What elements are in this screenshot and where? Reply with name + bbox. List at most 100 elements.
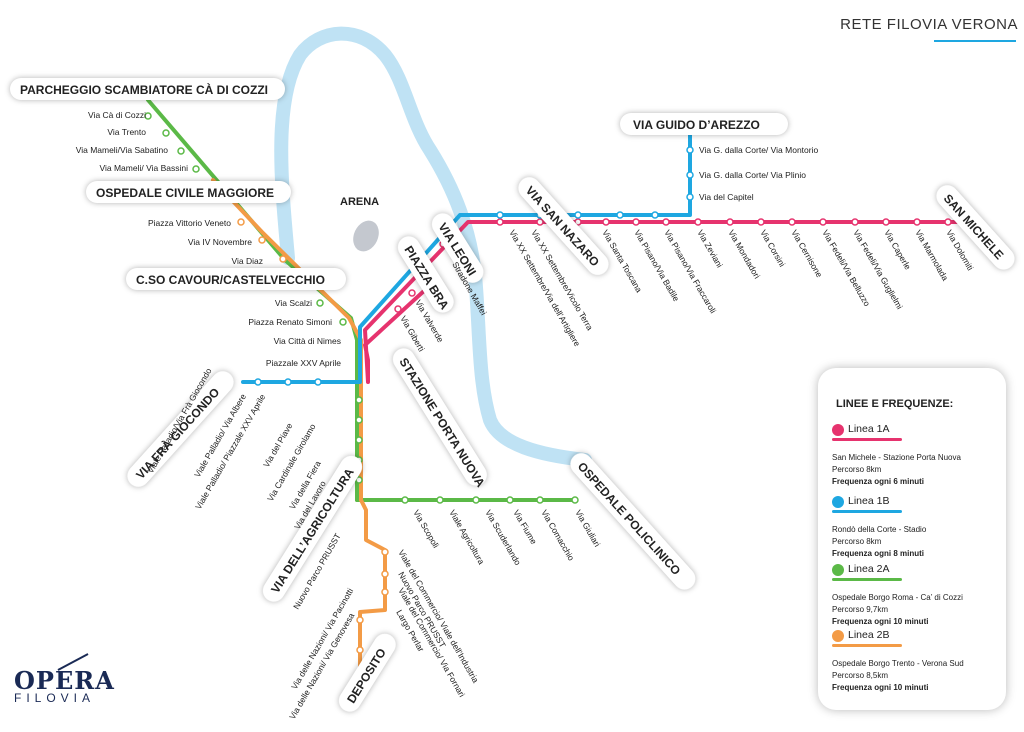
stop-label: Via Mondadori: [726, 228, 762, 280]
stop-dot: [394, 305, 402, 313]
stop-dot: [355, 396, 363, 404]
terminal-castelvecchio[interactable]: C.SO CAVOUR/CASTELVECCHIO: [126, 268, 346, 290]
stop-dot: [574, 211, 582, 219]
stop-label: Via Marmolada: [913, 228, 950, 283]
stop-dot: [506, 496, 514, 504]
stop-dot: [355, 416, 363, 424]
stop-dot: [686, 146, 694, 154]
legend-line-1b: Linea 1B Rondò della Corte - Stadio Perc…: [832, 494, 1002, 560]
logo-sub-text: FILOVIA: [14, 691, 96, 705]
stop-label: Via Cernisone: [789, 228, 824, 279]
arena-shape: [353, 220, 379, 252]
terminal-deposito[interactable]: DEPOSITO: [335, 630, 400, 716]
legend-title: LINEE E FREQUENZE:: [836, 398, 954, 410]
stop-label: Via G. dalla Corte/ Via Plinio: [699, 170, 806, 180]
stop-dot: [819, 218, 827, 226]
stop-dot: [536, 218, 544, 226]
river: [274, 26, 592, 467]
stop-dot: [686, 171, 694, 179]
stop-dot: [381, 570, 389, 578]
west-stop-labels: Via Cà di Cozzi Via Trento Via Mameli/Vi…: [76, 110, 342, 368]
east-stop-labels: Stradone Maffei Via XX Settembre/Vicolo …: [450, 228, 975, 348]
line-1b-dot-icon: [832, 496, 844, 508]
stop-label: Via IV Novembre: [188, 237, 252, 247]
line-2a-dot-icon: [832, 564, 844, 576]
terminal-ca-di-cozzi[interactable]: PARCHEGGIO SCAMBIATORE CÀ DI COZZI: [10, 78, 285, 100]
legend-frequency: Frequenza ogni 8 minuti: [832, 549, 925, 558]
legend-line-name: Linea 2A: [848, 563, 890, 575]
stop-dot: [472, 496, 480, 504]
stop-label: Via Città di Nimes: [274, 336, 341, 346]
stop-dot: [726, 218, 734, 226]
legend-frequency: Frequenza ogni 10 minuti: [832, 683, 929, 692]
opera-filovia-logo: OPERA FILOVIA: [14, 653, 115, 705]
logo-main-text: OPERA: [14, 666, 115, 695]
terminal-via-san-nazaro-label: VIA SAN NAZARO: [523, 183, 602, 269]
stop-label: Via Mameli/Via Sabatino: [76, 145, 169, 155]
stop-label: Via Corsini: [758, 228, 787, 269]
stop-dot: [237, 218, 245, 226]
legend-frequency: Frequenza ogni 10 minuti: [832, 617, 929, 626]
stop-label: Via Scopoli: [411, 508, 441, 550]
stop-label: Via Trento: [107, 127, 146, 137]
stop-dot: [686, 193, 694, 201]
arena-label: ARENA: [340, 196, 379, 208]
terminal-policlinico-label: OSPEDALE POLICLINICO: [575, 459, 684, 577]
legend-route: Ospedale Borgo Trento - Verona Sud: [832, 659, 964, 668]
stop-dot: [436, 496, 444, 504]
terminal-guido-arezzo[interactable]: VIA GUIDO D’AREZZO: [620, 113, 788, 135]
stop-dot: [851, 218, 859, 226]
stop-label: Via Mameli/ Via Bassini: [99, 163, 188, 173]
legend-line-2b: Linea 2B Ospedale Borgo Trento - Verona …: [832, 628, 1002, 694]
terminal-san-michele[interactable]: SAN MICHELE: [932, 181, 1019, 274]
stop-dot: [757, 218, 765, 226]
map-title: RETE FILOVIA VERONA: [840, 16, 1018, 33]
stop-label: Viale Agricoltura: [447, 508, 486, 566]
stop-dot: [339, 318, 347, 326]
stop-dot: [381, 548, 389, 556]
stop-dot: [356, 616, 364, 624]
poli-stop-labels: Via Scopoli Viale Agricoltura Via Scuder…: [411, 508, 602, 567]
legend-length: Percorso 8km: [832, 537, 882, 546]
line-2b-dot-icon: [832, 630, 844, 642]
stop-dot: [574, 218, 582, 226]
line-1b: [241, 130, 692, 384]
stop-dot: [355, 476, 363, 484]
stop-dot: [651, 211, 659, 219]
stop-dot: [496, 211, 504, 219]
terminal-ca-di-cozzi-label: PARCHEGGIO SCAMBIATORE CÀ DI COZZI: [20, 82, 268, 97]
legend-route: San Michele - Stazione Porta Nuova: [832, 453, 961, 462]
legend-line-1a: Linea 1A San Michele - Stazione Porta Nu…: [832, 422, 1002, 488]
stop-label: Via G. dalla Corte/ Via Montorio: [699, 145, 818, 155]
terminal-stazione-label: STAZIONE PORTA NUOVA: [397, 355, 488, 490]
stop-label: Piazzale XXV Aprile: [266, 358, 341, 368]
stop-dot: [162, 129, 170, 137]
stop-dot: [496, 218, 504, 226]
title-underline: [934, 40, 1016, 42]
legend-frequency: Frequenza ogni 6 minuti: [832, 477, 925, 486]
stop-dot: [571, 496, 579, 504]
stop-label: Via Diaz: [232, 256, 264, 266]
line-2a-bar: [832, 578, 902, 581]
legend-line-name: Linea 1A: [848, 423, 890, 435]
stop-dot: [408, 289, 416, 297]
legend-panel: LINEE E FREQUENZE: Linea 1A San Michele …: [818, 368, 1006, 710]
legend-line-2a: Linea 2A Ospedale Borgo Roma - Ca’ di Co…: [832, 562, 1002, 628]
line-1a: [363, 220, 962, 384]
stop-dots: [144, 112, 952, 680]
stop-label: Via Giberti: [398, 314, 426, 353]
stop-dot: [381, 588, 389, 596]
stop-dot: [356, 646, 364, 654]
stop-label: Via Scalzi: [275, 298, 312, 308]
stop-label: Via Zeviani: [695, 228, 725, 269]
line-1a-dot-icon: [832, 424, 844, 436]
stop-label: Via Cà di Cozzi: [88, 110, 146, 120]
stop-label: Via Fiume: [511, 508, 539, 546]
stop-dot: [536, 496, 544, 504]
stop-dot: [177, 147, 185, 155]
terminal-castelvecchio-label: C.SO CAVOUR/CASTELVECCHIO: [136, 273, 325, 287]
terminal-ospedale-civile[interactable]: OSPEDALE CIVILE MAGGIORE: [86, 181, 291, 203]
stop-dot: [788, 218, 796, 226]
terminal-ospedale-civile-label: OSPEDALE CIVILE MAGGIORE: [96, 186, 274, 200]
